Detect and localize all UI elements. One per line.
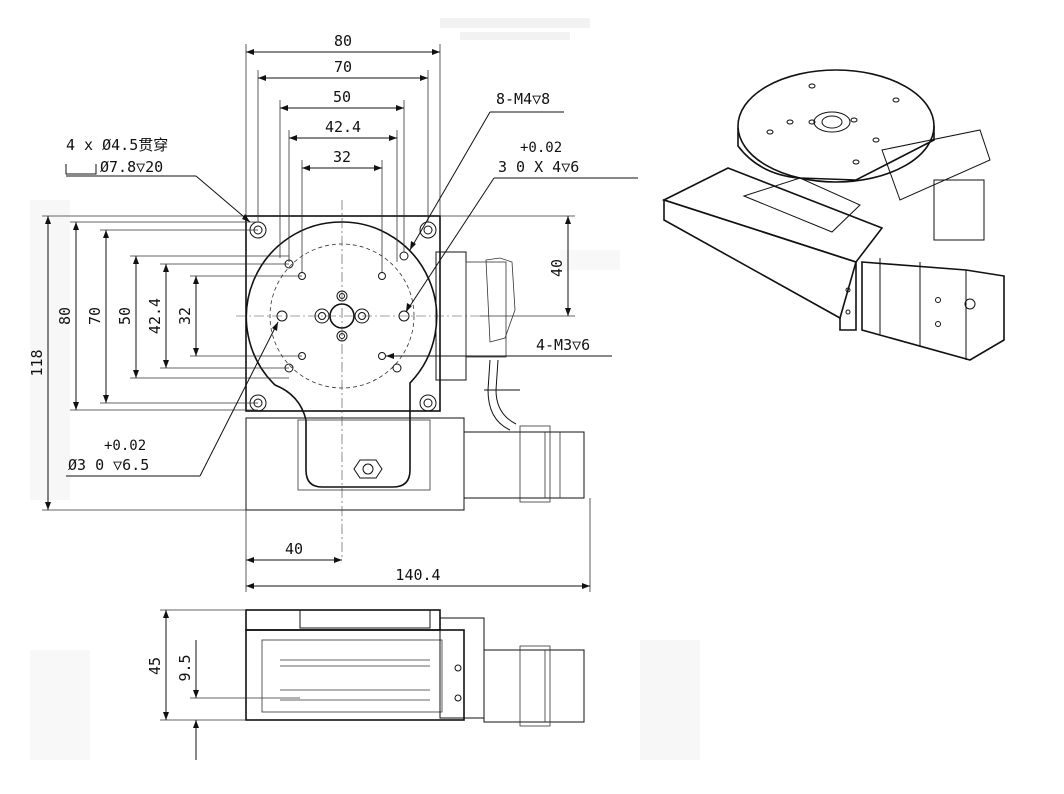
- dim-height-40: 40: [548, 259, 566, 277]
- m4-holes: [276, 251, 410, 373]
- bracket-plate: [465, 261, 507, 358]
- dim-width-80: 80: [334, 32, 352, 50]
- motor-flange: [519, 425, 551, 503]
- dim-height-32: 32: [176, 307, 194, 325]
- dim-height-80: 80: [56, 307, 74, 325]
- dim-height-42-4: 42.4: [146, 298, 164, 334]
- callout-counterbore: Ø7.8▽20: [100, 158, 163, 176]
- carriage-body: [245, 417, 465, 511]
- vertical-dims: 118 80 70 50 42.4 32: [28, 215, 302, 511]
- callout-m4: 8-M4▽8: [496, 90, 550, 108]
- dim-side-height-9-5: 9.5: [176, 654, 194, 681]
- callout-m3: 4-M3▽6: [536, 336, 590, 354]
- side-body: [245, 629, 465, 721]
- callout-pin-hole-bottom: Ø3 0 ▽6.5: [68, 456, 149, 474]
- dim-width-42-4: 42.4: [325, 118, 361, 136]
- callout-tolerance-top: +0.02: [520, 140, 562, 156]
- dim-length-140-4: 140.4: [395, 566, 440, 584]
- dim-width-50: 50: [333, 88, 351, 106]
- right-dim-40: 40: [440, 215, 575, 317]
- callout-pin-hole: 3 0 X 4▽6: [498, 158, 579, 176]
- callouts: 4 x Ø4.5贯穿 Ø7.8▽20 8-M4▽8 +0.02 3 0 X 4▽…: [65, 90, 638, 477]
- dim-height-70: 70: [86, 307, 104, 325]
- iso-arm: [742, 177, 861, 233]
- dim-height-50: 50: [116, 307, 134, 325]
- side-dims: 45 9.5: [146, 609, 300, 760]
- iso-housing: [881, 129, 991, 201]
- side-top-table: [245, 609, 441, 631]
- horizontal-dims: 80 70 50 42.4 32: [245, 32, 441, 272]
- isometric-view: [661, 69, 1005, 361]
- dim-height-118: 118: [28, 349, 46, 376]
- carriage-window: [297, 419, 431, 491]
- dim-offset-40: 40: [285, 540, 303, 558]
- side-bracket: [439, 617, 485, 719]
- corner-holes: [249, 221, 437, 412]
- iso-disk-holes: [766, 83, 900, 165]
- dim-width-32: 32: [333, 148, 351, 166]
- iso-motor: [861, 261, 1005, 361]
- side-view: [245, 609, 585, 727]
- rotary-table-outline: [245, 221, 438, 488]
- sensor-housing: [485, 257, 516, 343]
- hex-nut: [353, 459, 383, 479]
- callout-through-hole: 4 x Ø4.5贯穿: [66, 136, 168, 154]
- callout-tolerance-bottom: +0.02: [104, 438, 146, 454]
- cable: [487, 359, 511, 431]
- top-view: [236, 200, 585, 560]
- dim-side-height-45: 45: [146, 657, 164, 675]
- iso-rotary-disk: [737, 69, 935, 183]
- bottom-dims: 40 140.4: [245, 498, 591, 592]
- watermark: [30, 18, 700, 760]
- motor-body: [463, 431, 585, 499]
- side-motor: [483, 649, 585, 723]
- dim-width-70: 70: [334, 58, 352, 76]
